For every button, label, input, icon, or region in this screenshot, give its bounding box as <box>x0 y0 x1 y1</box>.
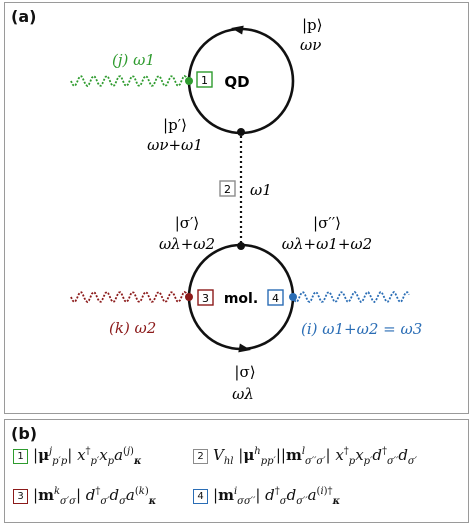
box-2: 2 <box>224 183 231 196</box>
qd-state-top-freq: ων <box>300 36 321 54</box>
qd-label: QD <box>224 73 249 91</box>
photon-line-k <box>70 290 190 304</box>
qd-state-top-ket: |p⟩ <box>302 16 323 34</box>
photon-line-j <box>70 74 190 88</box>
vertex-2a <box>237 128 245 136</box>
mol-state-topright-freq: ωλ+ω1+ω2 <box>282 235 372 253</box>
term-4: 4|miσσ′′| d†σdσ′′a(i)†κ <box>193 486 340 507</box>
mol-arrow <box>238 343 251 353</box>
mol-state-topright-ket: |σ′′⟩ <box>313 214 341 232</box>
vertex-1 <box>185 77 193 85</box>
feynman-diagram: 1 2 3 4 QD mol. |p⟩ ων |p′⟩ ων+ω1 (j) ω1… <box>70 16 422 403</box>
term-1-box: 1 <box>13 449 28 464</box>
field-j-label: (j) ω1 <box>112 51 155 69</box>
box-1: 1 <box>201 74 208 87</box>
box-4: 4 <box>272 292 279 305</box>
term-3: 3|mkσ′σ| d†σ′dσa(k)κ <box>13 486 156 507</box>
qd-arrow <box>231 25 244 35</box>
panel-a-label: (a) <box>11 7 37 26</box>
photon-line-i <box>292 290 410 304</box>
qd-state-bottom-freq: ων+ω1 <box>147 136 203 154</box>
qd-state-bottom-ket: |p′⟩ <box>163 116 187 134</box>
field-k-label: (k) ω2 <box>109 319 156 337</box>
box-3: 3 <box>202 292 209 305</box>
mol-label: mol. <box>224 291 258 307</box>
mol-state-topleft-freq: ωλ+ω2 <box>159 235 215 253</box>
field-i-label: (i) ω1+ω2 = ω3 <box>301 320 422 338</box>
term-3-box: 3 <box>13 489 28 504</box>
panel-b-label: (b) <box>11 424 38 443</box>
term-4-box: 4 <box>193 489 208 504</box>
coupling-freq-label: ω1 <box>250 181 272 199</box>
vertex-4 <box>289 293 297 301</box>
vertex-2b <box>237 242 245 250</box>
mol-state-bottom-freq: ωλ <box>232 385 254 403</box>
vertex-3 <box>185 293 193 301</box>
term-1: 1|μjp′p| x†p′xpa(j)κ <box>13 446 141 467</box>
mol-state-bottom-ket: |σ⟩ <box>234 363 255 381</box>
mol-state-topleft-ket: |σ′⟩ <box>175 214 200 232</box>
panel-a: (a) 1 2 3 4 QD mol. |p⟩ <box>4 2 469 414</box>
term-2-box: 2 <box>193 449 208 464</box>
